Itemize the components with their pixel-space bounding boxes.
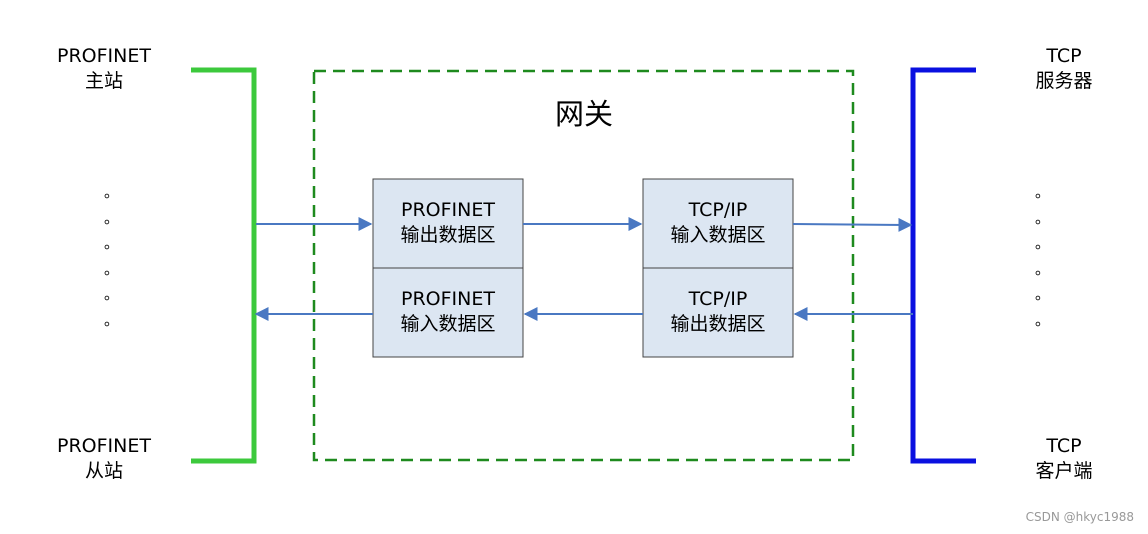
tcp-server-label-line2: 服务器 (1035, 70, 1093, 92)
tcp-client-label-line2: 客户端 (1035, 460, 1093, 482)
right-dot: 。 (1035, 260, 1051, 278)
profinet-input-line2: 输入数据区 (400, 313, 496, 335)
left-dot: 。 (104, 234, 120, 252)
tcp-client-label: TCP 客户端 (1012, 434, 1116, 484)
right-dot: 。 (1035, 209, 1051, 227)
right-dot: 。 (1035, 183, 1051, 201)
left-ellipsis: 。 。 。 。 。 。 (104, 183, 120, 329)
profinet-input-line1: PROFINET (401, 288, 495, 310)
left-dot: 。 (104, 209, 120, 227)
tcp-output-line1: TCP/IP (688, 288, 748, 310)
tcp-server-label-line1: TCP (1046, 45, 1082, 67)
left-dot: 。 (104, 311, 120, 329)
tcp-input-text: TCP/IP 输入数据区 (643, 198, 793, 248)
tcp-output-text: TCP/IP 输出数据区 (643, 287, 793, 337)
profinet-slave-label-line1: PROFINET (57, 435, 151, 457)
left-dot: 。 (104, 260, 120, 278)
right-dot: 。 (1035, 285, 1051, 303)
box-tcp-input (642, 178, 794, 269)
arrow-tcp-input-to-server (792, 217, 913, 232)
profinet-input-text: PROFINET 输入数据区 (373, 287, 523, 337)
right-ellipsis: 。 。 。 。 。 。 (1035, 183, 1051, 329)
left-dot: 。 (104, 285, 120, 303)
box-profinet-input (372, 267, 524, 358)
right-dot: 。 (1035, 311, 1051, 329)
tcp-client-label-line1: TCP (1046, 435, 1082, 457)
tcp-input-line2: 输入数据区 (670, 224, 766, 246)
tcp-output-line2: 输出数据区 (670, 313, 766, 335)
profinet-slave-label-line2: 从站 (84, 460, 123, 482)
tcp-server-label: TCP 服务器 (1012, 44, 1116, 94)
right-bracket (910, 67, 976, 464)
watermark: CSDN @hkyc1988 (1025, 510, 1134, 524)
profinet-master-label: PROFINET 主站 (42, 44, 166, 94)
box-tcp-output (642, 267, 794, 358)
gateway-title: 网关 (554, 97, 613, 131)
left-bracket (191, 67, 257, 464)
tcp-input-line1: TCP/IP (688, 199, 748, 221)
box-profinet-output (372, 178, 524, 269)
profinet-output-text: PROFINET 输出数据区 (373, 198, 523, 248)
right-dot: 。 (1035, 234, 1051, 252)
profinet-slave-label: PROFINET 从站 (42, 434, 166, 484)
profinet-master-label-line2: 主站 (84, 70, 123, 92)
left-dot: 。 (104, 183, 120, 201)
profinet-master-label-line1: PROFINET (57, 45, 151, 67)
profinet-output-line2: 输出数据区 (400, 224, 496, 246)
gateway-boundary (312, 69, 855, 462)
profinet-output-line1: PROFINET (401, 199, 495, 221)
